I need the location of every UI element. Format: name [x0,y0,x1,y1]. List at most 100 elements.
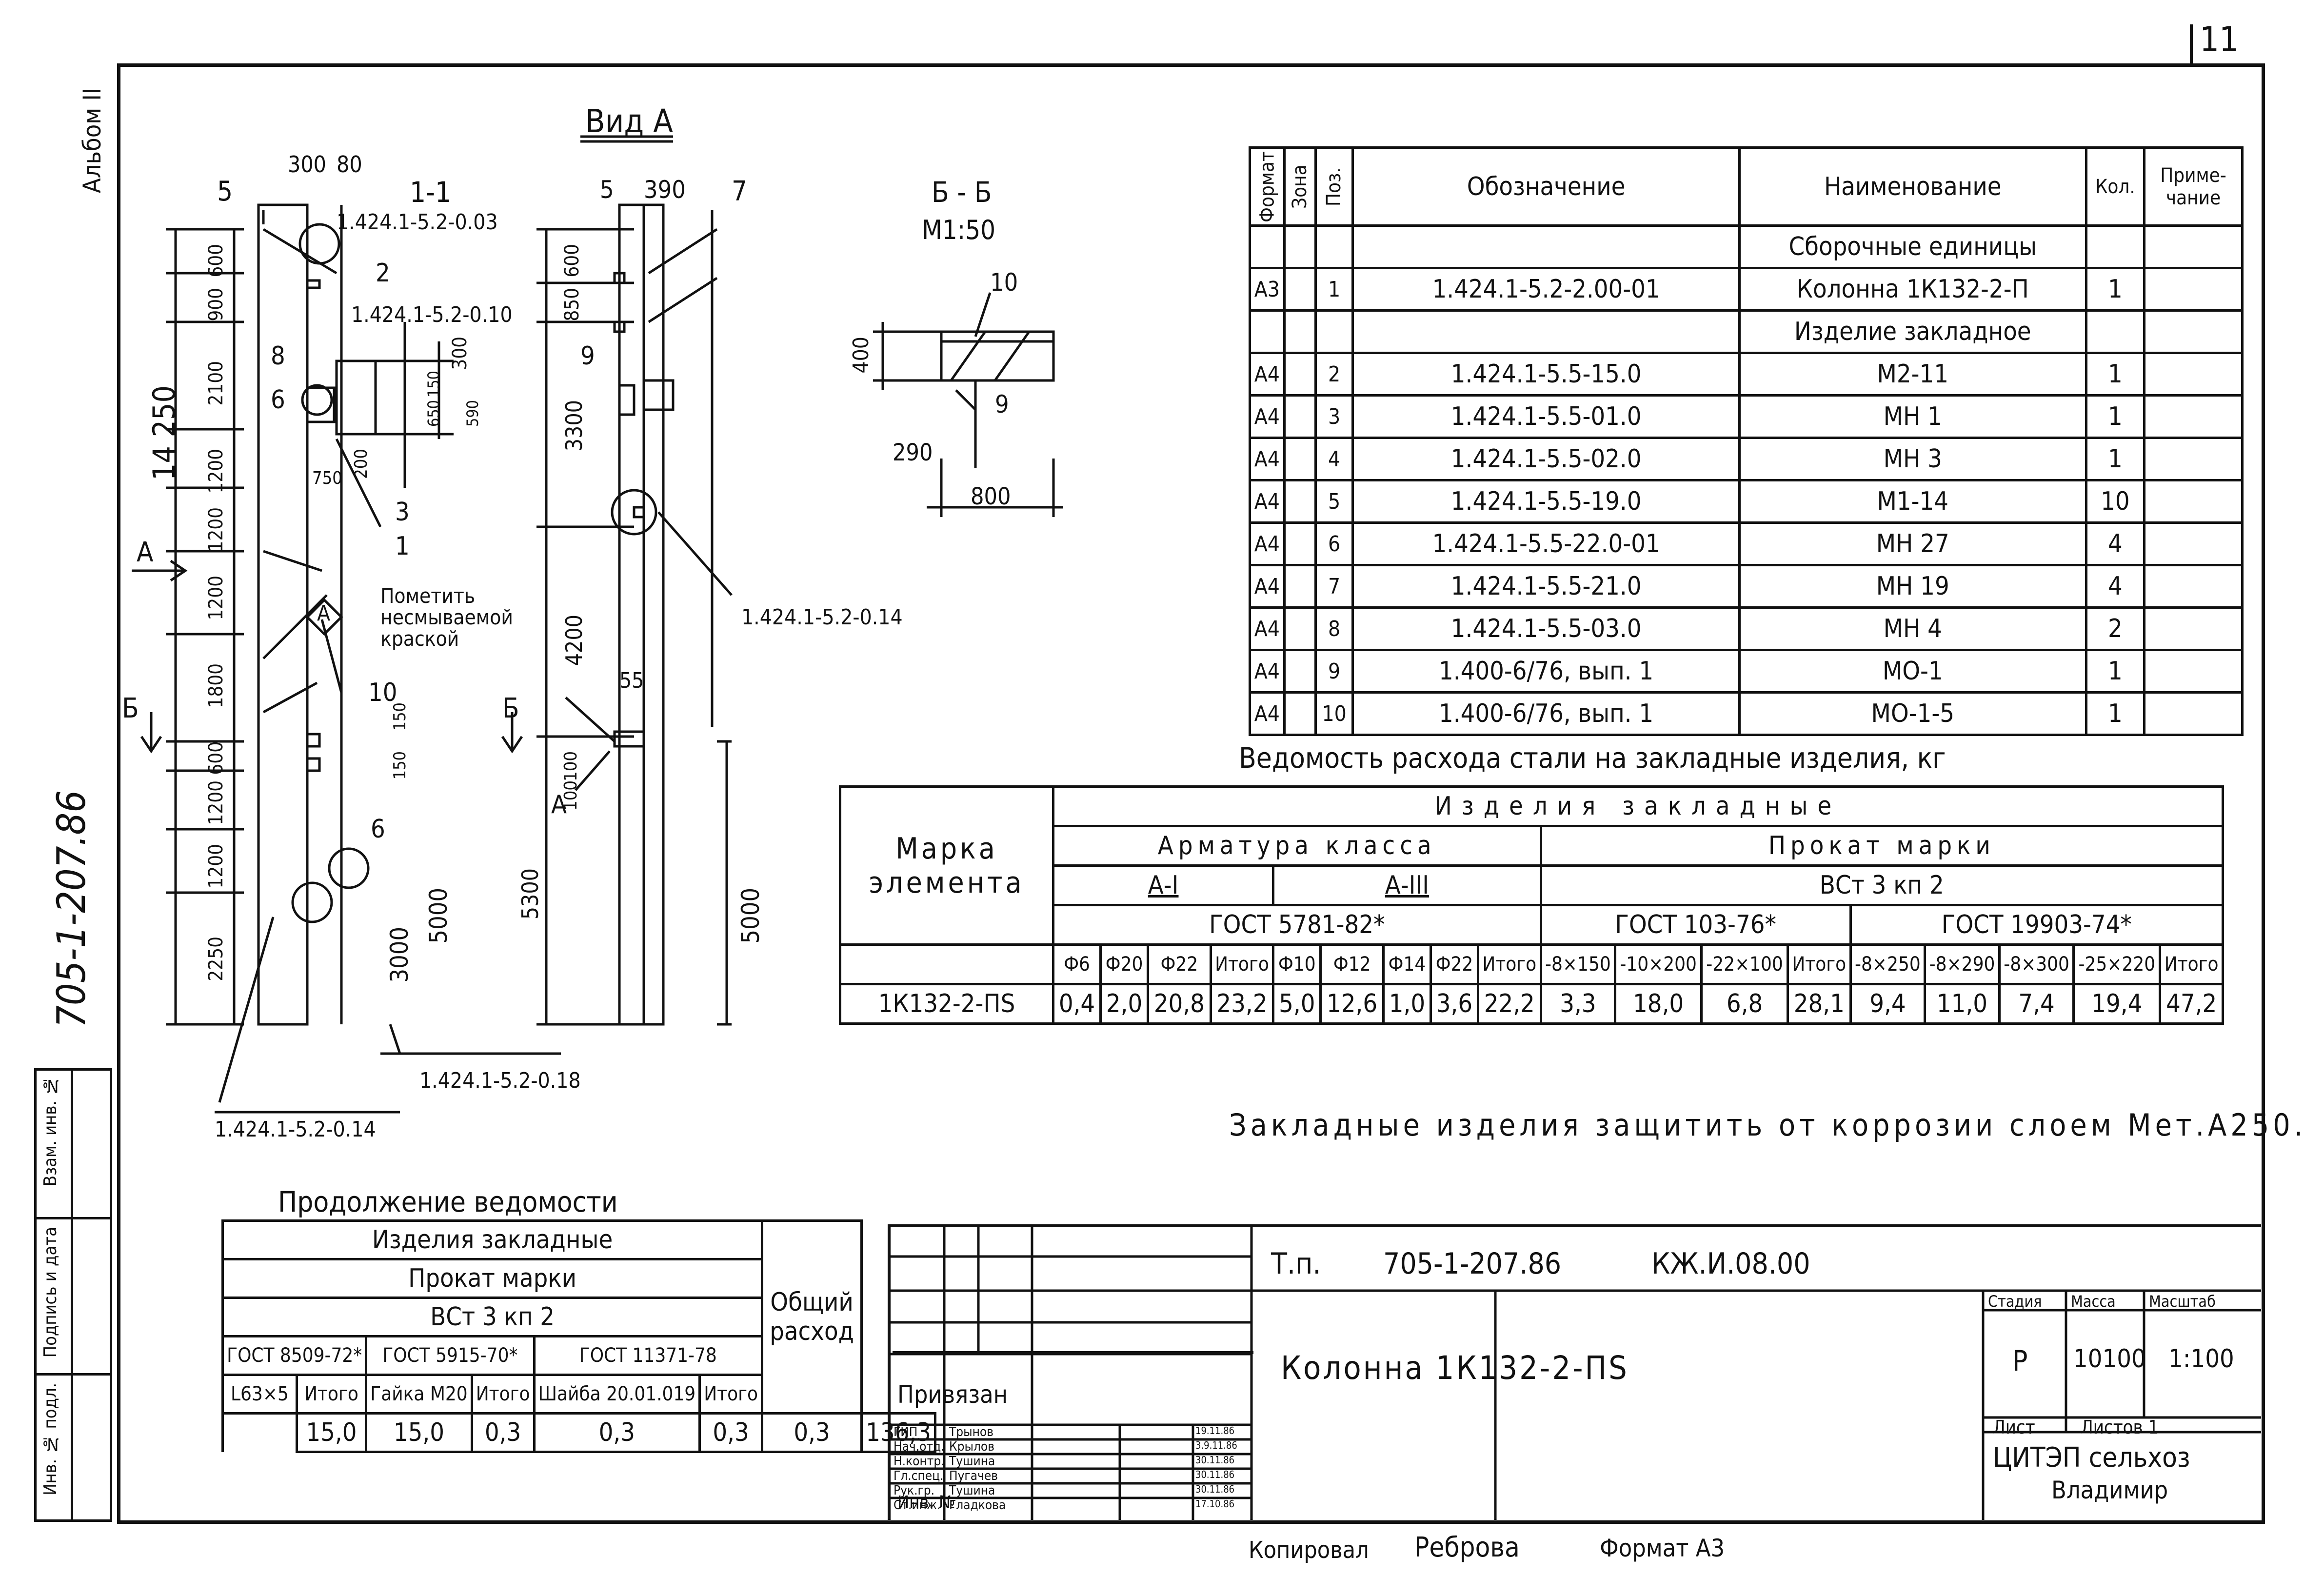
spec-cell-code: 1.400-6/76, вып. 1 [1351,649,1741,694]
spec-cell-note [2143,606,2244,651]
spec-cell-name: МН 1 [1738,394,2087,439]
spec-cell-pos: 8 [1314,606,1354,651]
spec-cell-fmt: А4 [1249,649,1286,694]
staff-role: Н.контр. [894,1454,945,1469]
steel-col-blank [839,943,1054,985]
spec-cell-note [2143,224,2244,269]
tb-scale: 1:100 [2168,1344,2234,1374]
spec-cell-qty: 2 [2085,606,2146,651]
tb-mass: 10100 [2073,1344,2146,1374]
spec-cell-pos: 10 [1314,691,1354,736]
tb-org-2: Владимир [2051,1476,2168,1504]
spec-h-format: Формат [1250,147,1285,226]
steel-value: 11,0 [1924,983,2001,1025]
steel-value: 23,2 [1209,983,1275,1025]
steel-vst: ВСт 3 кп 2 [1539,864,2225,906]
spec-cell-pos: 1 [1314,267,1354,312]
staff-role: Рук.гр. [894,1483,935,1498]
tb-sheet-label: Лист [1993,1416,2035,1438]
steel-value: 22,2 [1476,983,1542,1025]
spec-cell-name: МН 19 [1738,564,2087,609]
callout-9: 10 [368,678,397,707]
staff-role: Гл.спец. [894,1469,944,1483]
spec-cell-pos [1314,309,1354,354]
paint-note-1: Пометить [380,584,476,608]
paint-note: Пометить несмываемой краской [380,585,513,650]
tb-stage: Р [2012,1344,2028,1377]
steel-mark-label: Марка элемента [839,785,1054,946]
spec-cell-fmt: А4 [1249,394,1286,439]
dim-2250: 2250 [205,937,227,981]
steel-value: 28,1 [1786,983,1852,1025]
spec-row: Изделие закладное [1249,309,2244,354]
spec-cell-note [2143,564,2244,609]
dim-200: 200 [351,449,371,479]
steel-col-head: -22×100 [1700,943,1789,985]
dim-1800: 1800 [205,663,227,708]
spec-cell-code: 1.424.1-5.5-02.0 [1351,437,1741,481]
spec-row: Сборочные единицы [1249,224,2244,269]
bb-callout-10: 10 [990,268,1018,297]
ref-018: 1.424.1-5.2-0.18 [419,1068,581,1093]
spec-cell-zone [1283,437,1317,481]
ref-014-bottom: 1.424.1-5.2-0.14 [215,1117,376,1142]
tb-scale-label: Масштаб [2149,1292,2216,1311]
staff-date: 30.11.86 [1195,1469,1235,1480]
steel-gost1: ГОСТ 5781-82* [1052,904,1542,946]
staff-name: Трынов [949,1425,993,1439]
spec-h-qty: Кол. [2085,146,2146,227]
callout-3: 3 [395,498,410,527]
ref-014-right: 1.424.1-5.2-0.14 [741,605,903,630]
tb-doc: 705-1-207.86 [1383,1247,1562,1281]
spec-cell-pos: 6 [1314,521,1354,566]
callout-5: 5 [217,176,233,207]
spec-cell-name: МН 3 [1738,437,2087,481]
callout-8-right: 9 [580,341,595,371]
staff-name: Пугачев [949,1469,998,1483]
steel-value: 18,0 [1614,983,1703,1025]
cont-vst: ВСт 3 кп 2 [221,1297,764,1337]
bb-dim-290: 290 [893,439,933,466]
dim-100-a: 100 [561,751,581,781]
spec-cell-note [2143,267,2244,312]
cont-col-head: Гайка М20 [365,1374,473,1415]
spec-cell-pos: 4 [1314,437,1354,481]
dim-1200-b: 1200 [205,507,227,552]
steel-col-head: -10×200 [1614,943,1703,985]
spec-cell-fmt: А4 [1249,352,1286,397]
dim-1200-a: 1200 [205,449,227,494]
steel-title: Ведомость расхода стали на закладные изд… [1239,741,1946,775]
spec-table: Формат Зона Поз. Обозначение Наименовани… [1249,146,2244,736]
steel-value: 0,4 [1052,983,1102,1025]
dim-150-b: 150 [390,751,410,780]
spec-cell-note [2143,479,2244,524]
steel-table: Марка элемента Изделия закладные Арматур… [839,785,2225,1025]
cont-group: Изделия закладные [221,1219,764,1260]
steel-col-head: Ф22 [1147,943,1212,985]
spec-cell-code: 1.424.1-5.2-2.00-01 [1351,267,1741,312]
dim-r-3300: 3300 [561,400,587,452]
drawing-frame [117,63,2265,1524]
tb-name: Колонна 1К132-2-ПS [1281,1349,1629,1387]
dim-5-right: 5 [600,176,614,204]
spec-cell-code: 1.424.1-5.5-03.0 [1351,606,1741,651]
spec-cell-note [2143,394,2244,439]
staff-role: Ст.инж. [894,1498,941,1513]
steel-row-mark: 1К132-2-ПS [839,983,1054,1025]
tb-mass-label: Масса [2071,1292,2116,1311]
cont-prokat: Прокат марки [221,1258,764,1299]
steel-a3: А-III [1272,864,1542,906]
paint-note-2: несмываемой [380,605,513,629]
section-1-1-title: 1-1 [410,176,452,209]
spec-cell-qty: 1 [2085,267,2146,312]
tb-stage-label: Стадия [1988,1292,2042,1311]
steel-col-head: Итого [1476,943,1542,985]
